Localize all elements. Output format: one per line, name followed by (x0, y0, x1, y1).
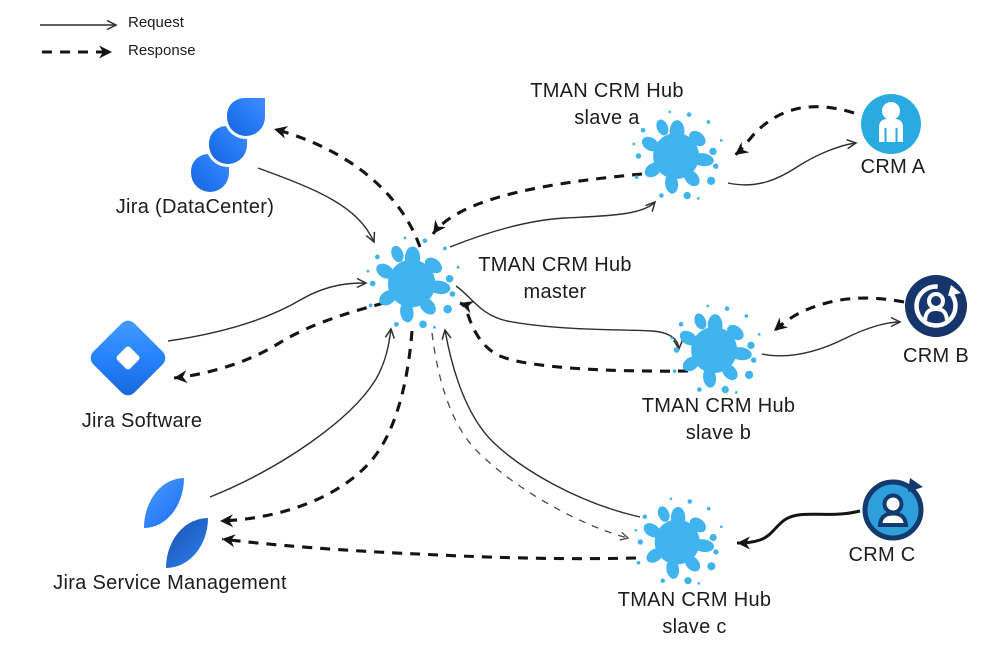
edge-request-jirasw-to-master (167, 277, 368, 342)
crm-c-person-sync-icon (862, 478, 924, 541)
hub-slave-b-label-line1: TMAN CRM Hub (641, 395, 796, 417)
crm-a-person-icon (861, 94, 921, 154)
label-jira-software: Jira Software (81, 410, 203, 432)
edge-request-crmc-to-slavec (736, 509, 861, 550)
edge-request-master-to-slaveb (455, 285, 684, 351)
hub-master-label-line1: TMAN CRM Hub (478, 254, 632, 276)
label-jira-datacenter: Jira (DataCenter) (115, 196, 275, 218)
jira-software-logo-icon (86, 316, 170, 400)
edge-response-master-to-jirasw (173, 301, 385, 384)
jira-service-management-logo-icon (140, 476, 216, 572)
edge-request-slavea-to-crma (727, 138, 858, 186)
hub-slave-b-splat-icon (670, 304, 761, 394)
edge-request-jiradc-to-master (257, 167, 376, 244)
jsm-petal (144, 478, 184, 528)
label-crm-a: CRM A (860, 156, 926, 178)
label-crm-b: CRM B (903, 345, 969, 367)
hub-slave-c-splat-icon (634, 497, 723, 585)
label-hub-slave-b: TMAN CRM Hub slave b (616, 393, 821, 447)
label-hub-slave-a: TMAN CRM Hub slave a (502, 78, 712, 132)
jira-datacenter-logo-icon (190, 98, 270, 194)
hub-slave-c-label-line2: slave c (662, 616, 727, 638)
edge-response-crmb-to-slaveb (772, 296, 905, 333)
edge-response-slavea-to-master (431, 172, 643, 235)
edge-request-master-to-slavea (449, 200, 657, 248)
label-crm-c: CRM C (848, 544, 916, 566)
jira-software-diamond-hole (115, 345, 141, 371)
legend-response-label: Response (128, 42, 196, 59)
crm-b-person-sync-icon (905, 275, 967, 337)
hub-slave-a-label-line2: slave a (574, 107, 640, 129)
label-hub-slave-c: TMAN CRM Hub slave c (592, 587, 797, 641)
label-jira-service-management: Jira Service Management (53, 572, 287, 594)
jira-software-diamond (86, 316, 170, 400)
hub-slave-a-label-line1: TMAN CRM Hub (530, 80, 684, 102)
hub-slave-c-label-line1: TMAN CRM Hub (617, 589, 772, 611)
hub-slave-b-label-line2: slave b (685, 422, 752, 444)
edge-request-slaveb-to-crmb (761, 316, 902, 357)
edge-response-slaveb-to-master (459, 300, 689, 373)
hub-master-splat-icon (366, 236, 460, 329)
edge-request-slavec-to-master (441, 328, 641, 518)
legend-request-label: Request (128, 14, 184, 31)
edge-response-slavec-to-jsm (221, 534, 637, 561)
edge-response-master-to-slavec (431, 332, 630, 541)
label-hub-master: TMAN CRM Hub master (450, 252, 660, 306)
jsm-petal (166, 518, 208, 568)
hub-master-label-line2: master (523, 281, 587, 303)
edge-response-master-to-jiradc (273, 126, 422, 248)
jira-leaf (227, 98, 265, 136)
edge-request-jsm-to-master (209, 327, 395, 498)
